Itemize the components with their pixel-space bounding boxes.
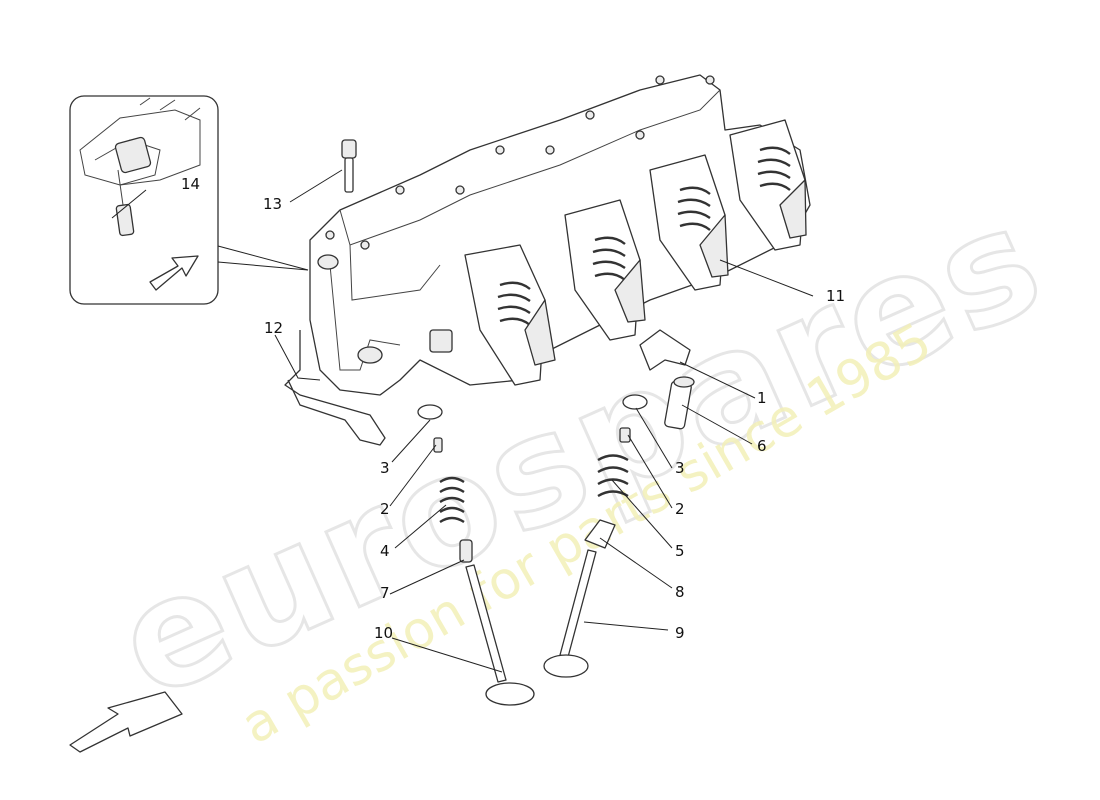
left-valve-head <box>485 682 535 706</box>
gasket <box>284 330 386 446</box>
sensor-body <box>115 203 135 237</box>
left-valve-spring <box>439 476 465 524</box>
callout-13: 13 <box>263 195 282 213</box>
callout-12: 12 <box>264 319 283 337</box>
right-retainer <box>622 394 648 410</box>
right-valve-head <box>543 654 589 678</box>
callout-3-left: 3 <box>380 459 390 477</box>
callout-1: 1 <box>757 389 767 407</box>
left-valve-stack <box>417 404 535 706</box>
sensor-connector <box>114 136 152 174</box>
callout-8: 8 <box>675 583 685 601</box>
callout-2-left: 2 <box>380 500 390 518</box>
bolt-13 <box>341 139 357 193</box>
callout-6: 6 <box>757 437 767 455</box>
callout-3-right: 3 <box>675 459 685 477</box>
callout-14: 14 <box>181 175 200 193</box>
callout-2-right: 2 <box>675 500 685 518</box>
right-valve-guide <box>584 519 616 549</box>
right-collets <box>619 427 631 443</box>
callout-5: 5 <box>675 542 685 560</box>
inset-housing <box>79 109 201 186</box>
cylinder-head-assembly <box>284 74 811 446</box>
right-valve-stack <box>543 394 648 678</box>
inset-arrow-icon <box>149 255 199 291</box>
left-seal <box>459 539 473 563</box>
leader-lines <box>111 169 814 673</box>
inset-frame <box>69 95 219 305</box>
left-valve-stem <box>465 564 507 683</box>
rocker-and-lifter <box>639 329 695 430</box>
callout-11: 11 <box>826 287 845 305</box>
inset-detail <box>69 95 219 305</box>
callout-9: 9 <box>675 624 685 642</box>
direction-arrow-icon <box>69 691 183 753</box>
rocker-arm <box>639 329 691 371</box>
callout-7: 7 <box>380 584 390 602</box>
callout-labels: 1 2 2 3 3 4 5 6 7 8 9 10 11 12 13 14 <box>181 175 845 642</box>
rocker-modules <box>464 119 807 386</box>
left-retainer <box>417 404 443 420</box>
callout-4: 4 <box>380 542 390 560</box>
right-valve-spring <box>597 454 629 498</box>
callout-10: 10 <box>374 624 393 642</box>
left-collets <box>433 437 443 453</box>
